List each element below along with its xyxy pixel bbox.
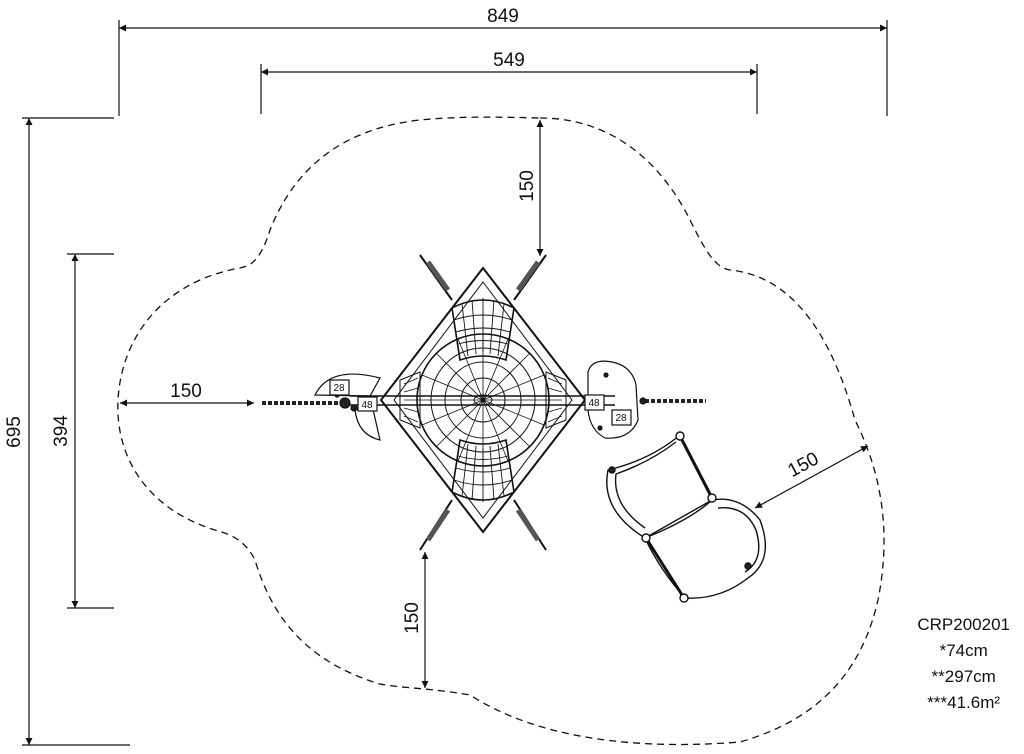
clearance-top-label: 150: [517, 170, 538, 202]
height-dimension-total: 695: [4, 117, 130, 746]
platform-tag-box: [584, 394, 605, 411]
right-platform: [584, 360, 706, 439]
platform-tag-left-lower: 48: [361, 400, 373, 411]
max-height: **297cm: [931, 667, 996, 686]
central-net-structure: [350, 254, 615, 551]
platform-tag-right-lower: 28: [615, 413, 627, 424]
platform-tag-box: [611, 409, 632, 426]
width-dimension-inner-label: 549: [493, 50, 525, 71]
clearance-bottom: 150: [402, 552, 429, 688]
platform-tag-box: [329, 379, 350, 396]
width-dimension-total-label: 849: [487, 6, 519, 27]
clearance-top: 150: [517, 120, 544, 256]
impact-area: ***41.6m²: [927, 693, 1001, 712]
nest-swing: [606, 431, 767, 603]
left-platform: [262, 373, 381, 441]
clearance-right: 150: [754, 445, 869, 509]
safety-zone-outline: [117, 116, 885, 746]
platform-tag-box: [357, 396, 378, 412]
free-fall-height: *74cm: [939, 641, 988, 660]
clearance-left-label: 150: [170, 381, 202, 402]
clearance-left: 150: [120, 381, 254, 407]
clearance-bottom-label: 150: [402, 602, 423, 634]
width-dimension-inner: 549: [260, 50, 758, 114]
height-dimension-total-label: 695: [4, 416, 25, 448]
platform-tag-left-upper: 28: [333, 383, 345, 394]
model-code: CRP200201: [917, 615, 1010, 634]
width-dimension-total: 849: [118, 6, 888, 116]
height-dimension-inner: 394: [51, 253, 114, 609]
height-dimension-inner-label: 394: [51, 415, 72, 447]
platform-tag-right-upper: 48: [588, 398, 600, 409]
product-info-block: CRP200201 *74cm **297cm ***41.6m²: [917, 612, 1010, 716]
clearance-right-label: 150: [784, 448, 822, 481]
